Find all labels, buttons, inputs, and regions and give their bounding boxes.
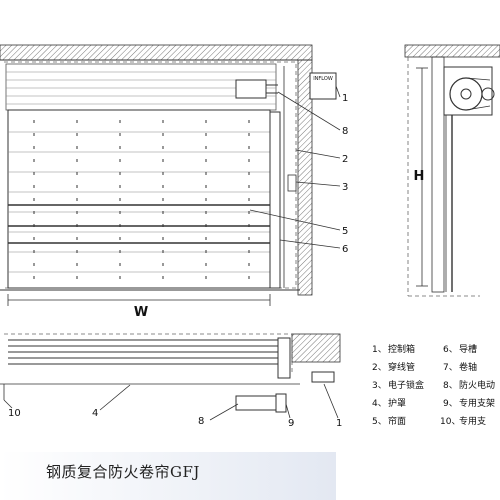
legend-num-9: 9、 (443, 399, 458, 409)
callout-3: 3 (342, 182, 348, 193)
plan-motor (235, 395, 277, 411)
callout-10: 10 (8, 408, 21, 419)
control-box-text: INFLOW (313, 76, 333, 82)
lock-box (287, 174, 297, 192)
front-ceiling-slab (0, 44, 313, 61)
legend-text-9: 专用支架 (459, 397, 495, 409)
curtain-panel (7, 109, 271, 289)
legend-text-10: 专用支 (459, 415, 486, 427)
callout-1-plan: 1 (336, 418, 342, 429)
legend-text-6: 导槽 (459, 343, 477, 355)
plan-wall (291, 333, 341, 363)
callout-6: 6 (342, 244, 348, 255)
legend-text-5: 帘面 (388, 415, 406, 427)
callout-8: 8 (342, 126, 348, 137)
callout-8-plan: 8 (198, 416, 204, 427)
plan-view: 10 4 8 9 1 (0, 333, 342, 429)
legend-num-8: 8、 (443, 381, 458, 391)
callout-5: 5 (342, 226, 348, 237)
width-label: W (134, 305, 148, 320)
legend-text-3: 电子锁盒 (388, 379, 424, 391)
side-ceiling-slab (404, 44, 500, 58)
roll-shaft (449, 77, 483, 111)
legend-num-3: 3、 (372, 381, 387, 391)
legend-num-6: 6、 (443, 345, 458, 355)
legend-num-10: 10、 (440, 417, 460, 427)
legend-num-2: 2、 (372, 363, 387, 373)
legend-text-8: 防火电动 (459, 379, 495, 391)
side-roll-housing (443, 66, 493, 116)
control-box (309, 72, 337, 100)
legend-text-7: 卷轴 (459, 361, 477, 373)
height-label: H (414, 169, 425, 184)
side-view: H (404, 44, 500, 297)
callout-1: 1 (342, 93, 348, 104)
product-caption: 钢质复合防火卷帘GFJ (46, 463, 200, 481)
callout-4: 4 (92, 408, 98, 419)
motor-unit (235, 79, 267, 99)
legend-num-4: 4、 (372, 399, 387, 409)
legend-text-4: 护罩 (388, 397, 406, 409)
component-legend: 1、 控制箱 6、 导槽 2、 穿线管 7、 卷轴 3、 电子锁盒 8、 防火电… (372, 343, 495, 427)
guide-rail (269, 111, 281, 289)
front-view: INFLOW W 1 8 2 3 5 6 (0, 44, 348, 320)
callout-9: 9 (288, 418, 294, 429)
plan-control-box (311, 371, 335, 383)
caption-background (0, 452, 336, 500)
legend-num-1: 1、 (372, 345, 387, 355)
callout-2: 2 (342, 154, 348, 165)
legend-num-7: 7、 (443, 363, 458, 373)
front-right-wall (297, 59, 313, 296)
legend-num-5: 5、 (372, 417, 387, 427)
legend-text-2: 穿线管 (388, 361, 415, 373)
legend-text-1: 控制箱 (388, 343, 415, 355)
